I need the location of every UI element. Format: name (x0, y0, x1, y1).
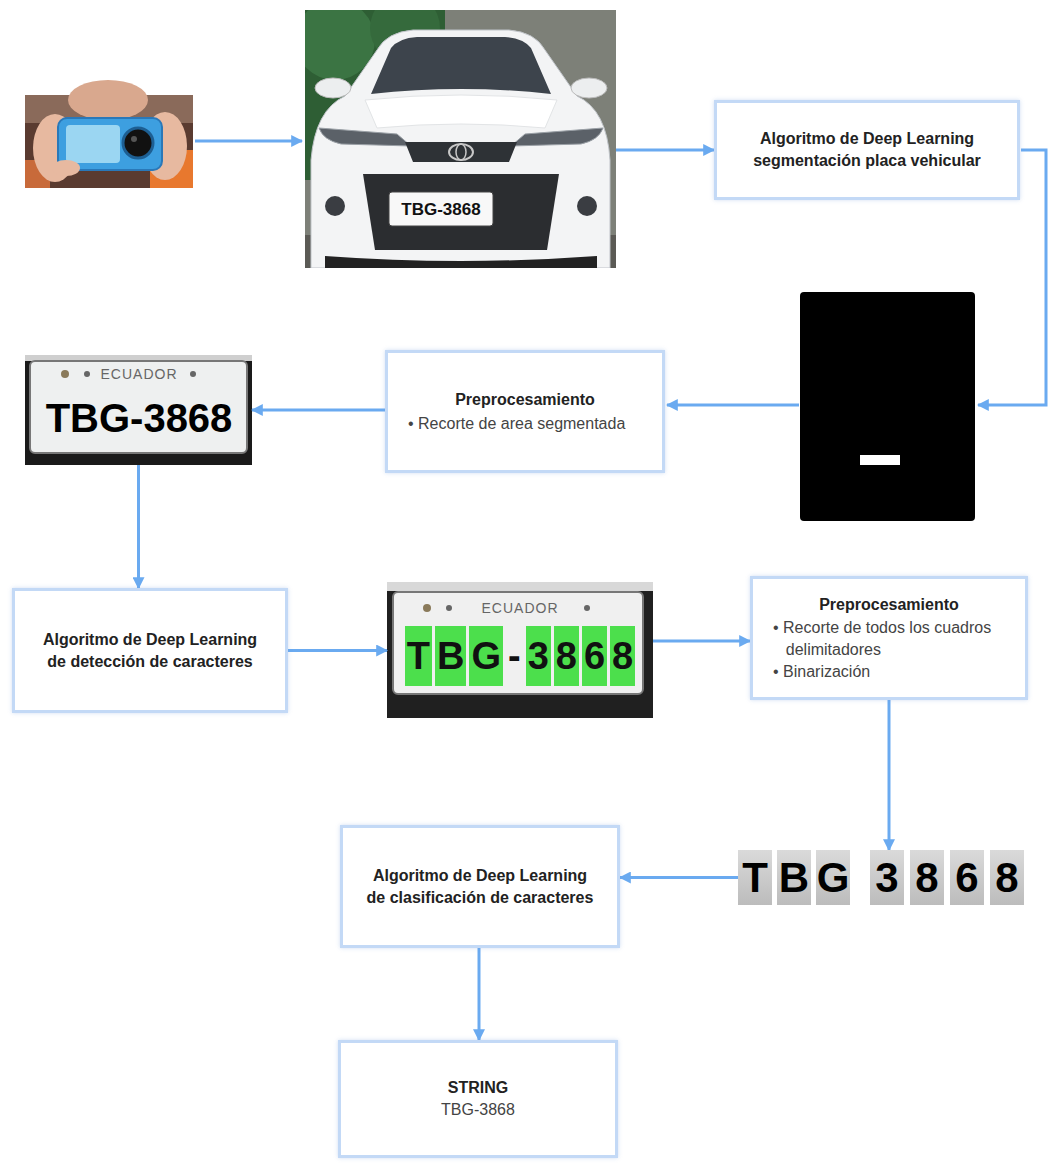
plate-country: ECUADOR (481, 601, 558, 615)
process-box: Algoritmo de Deep Learning de detección … (12, 588, 288, 713)
process-box: Preprocesamiento• Recorte de todos los c… (750, 576, 1028, 700)
binarized-character: 6 (950, 850, 984, 905)
plate-screw (84, 371, 90, 377)
detected-character: B (435, 626, 466, 686)
detected-character: 6 (582, 626, 607, 686)
process-box: Algoritmo de Deep Learning de clasificac… (340, 825, 620, 948)
car-photo: TBG-3868 (305, 10, 616, 268)
plate-crop-photo (25, 355, 252, 465)
process-box: Algoritmo de Deep Learning segmentación … (714, 100, 1020, 200)
car-photo (305, 10, 616, 268)
detection-photo (387, 582, 653, 718)
box-heading: Preprocesamiento (408, 389, 642, 411)
camera-photo (25, 80, 193, 188)
segmentation-mask (800, 292, 975, 521)
plate-emblem (61, 370, 69, 378)
box-title: STRING (361, 1077, 595, 1099)
flow-arrow (888, 700, 891, 850)
plate-text: TBG-3868 (401, 201, 480, 218)
plate-screw (190, 371, 196, 377)
lens-glint (131, 136, 137, 142)
headlight (511, 128, 603, 146)
plate-emblem (423, 604, 431, 612)
binarized-character: B (777, 850, 811, 905)
car-logo (449, 144, 473, 160)
flow-arrow (137, 465, 140, 588)
camera-panel (66, 125, 120, 163)
box-title: Algoritmo de Deep Learning segmentación … (737, 128, 997, 171)
detected-character: T (405, 626, 432, 686)
hood (365, 95, 557, 128)
flow-arrow (252, 409, 385, 412)
binarized-character: G (816, 850, 850, 905)
headlight (319, 128, 411, 146)
detection-photo: ECUADOR TBG-3868 (387, 582, 653, 718)
mirror (315, 78, 351, 98)
upper-grille (405, 142, 517, 162)
camera-lens (123, 128, 153, 158)
finger (52, 160, 80, 176)
flow-arrow (195, 140, 302, 143)
detected-character: 3 (526, 626, 551, 686)
detected-character: - (506, 626, 523, 686)
binarized-character: 8 (910, 850, 944, 905)
photo-ground (387, 582, 653, 591)
plate-screw (584, 605, 590, 611)
lower-grille (363, 174, 559, 250)
photo-ground (25, 355, 252, 465)
result-text: TBG-3868 (361, 1099, 595, 1121)
mirror (571, 78, 607, 98)
car-logo (456, 144, 466, 160)
box-heading: Preprocesamiento (773, 594, 1005, 616)
flow-arrow (667, 404, 799, 407)
bumper-lip (325, 256, 597, 268)
bullet-text: • Recorte de area segmentada (408, 413, 642, 435)
mask-plate-region (860, 455, 900, 465)
detected-character: G (469, 626, 503, 686)
flow-arrow (653, 640, 750, 643)
flow-arrow (288, 649, 387, 652)
bullet-text: • Recorte de todos los cuadros delimitad… (773, 617, 1005, 660)
plate-screw (446, 605, 452, 611)
binarized-character: 3 (870, 850, 904, 905)
plate-text: TBG-3868 (46, 398, 233, 438)
license-plate (30, 361, 247, 453)
fog-light (577, 196, 597, 216)
flow-arrow (620, 876, 738, 879)
output-box: STRINGTBG-3868 (338, 1040, 618, 1158)
box-title: Algoritmo de Deep Learning de detección … (35, 629, 265, 672)
photo-ground (387, 582, 653, 718)
character-crops: TBG3868 (738, 850, 1028, 905)
flow-arrow (616, 149, 714, 152)
flow-arrow (478, 948, 481, 1040)
plate-country: ECUADOR (100, 367, 177, 381)
detected-character: 8 (554, 626, 579, 686)
car-body (311, 30, 610, 268)
detected-character: 8 (610, 626, 635, 686)
box-title: Algoritmo de Deep Learning de clasificac… (363, 865, 597, 908)
bullet-text: • Binarización (773, 661, 1005, 683)
face (68, 80, 148, 120)
plate-crop-photo: ECUADOR TBG-3868 (25, 355, 252, 465)
process-box: Preprocesamiento• Recorte de area segmen… (385, 350, 665, 473)
binarized-character: 8 (990, 850, 1024, 905)
binarized-character: T (738, 850, 772, 905)
fog-light (325, 196, 345, 216)
license-plate (389, 192, 493, 226)
license-plate (393, 592, 643, 694)
windshield (371, 37, 551, 94)
